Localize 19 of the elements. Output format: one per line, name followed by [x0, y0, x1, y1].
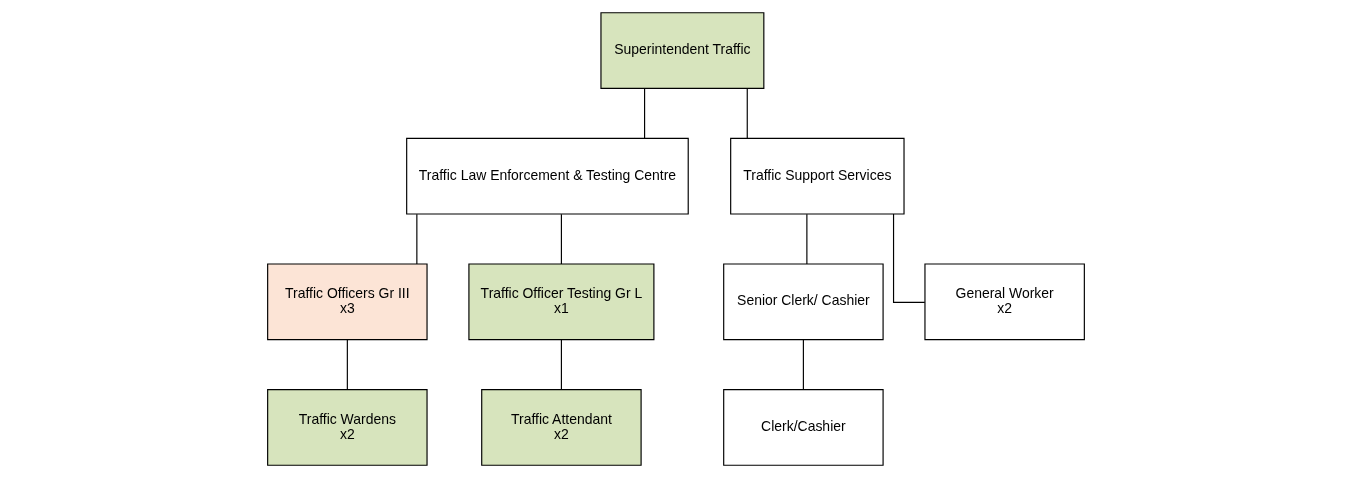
node-box: Traffic Attendant x2 [480, 389, 642, 466]
connector [415, 213, 417, 265]
connector [560, 213, 562, 265]
node-box: General Worker x2 [923, 263, 1085, 341]
connector [560, 339, 562, 391]
node-box: Traffic Officers Gr III x3 [266, 263, 428, 341]
connector [892, 213, 925, 303]
connector [802, 339, 804, 391]
node-box: Senior Clerk/ Cashier [722, 263, 884, 341]
node-box: Traffic Wardens x2 [266, 389, 428, 466]
node-box: Traffic Support Services [729, 137, 905, 215]
node-box: Superintendent Traffic [599, 12, 764, 89]
connector [805, 213, 807, 265]
connector [643, 88, 645, 139]
node-box: Clerk/Cashier [722, 389, 884, 466]
node-box: Traffic Law Enforcement & Testing Centre [405, 137, 689, 215]
connector [746, 88, 748, 139]
node-box: Traffic Officer Testing Gr L x1 [467, 263, 654, 341]
connector [346, 339, 348, 391]
